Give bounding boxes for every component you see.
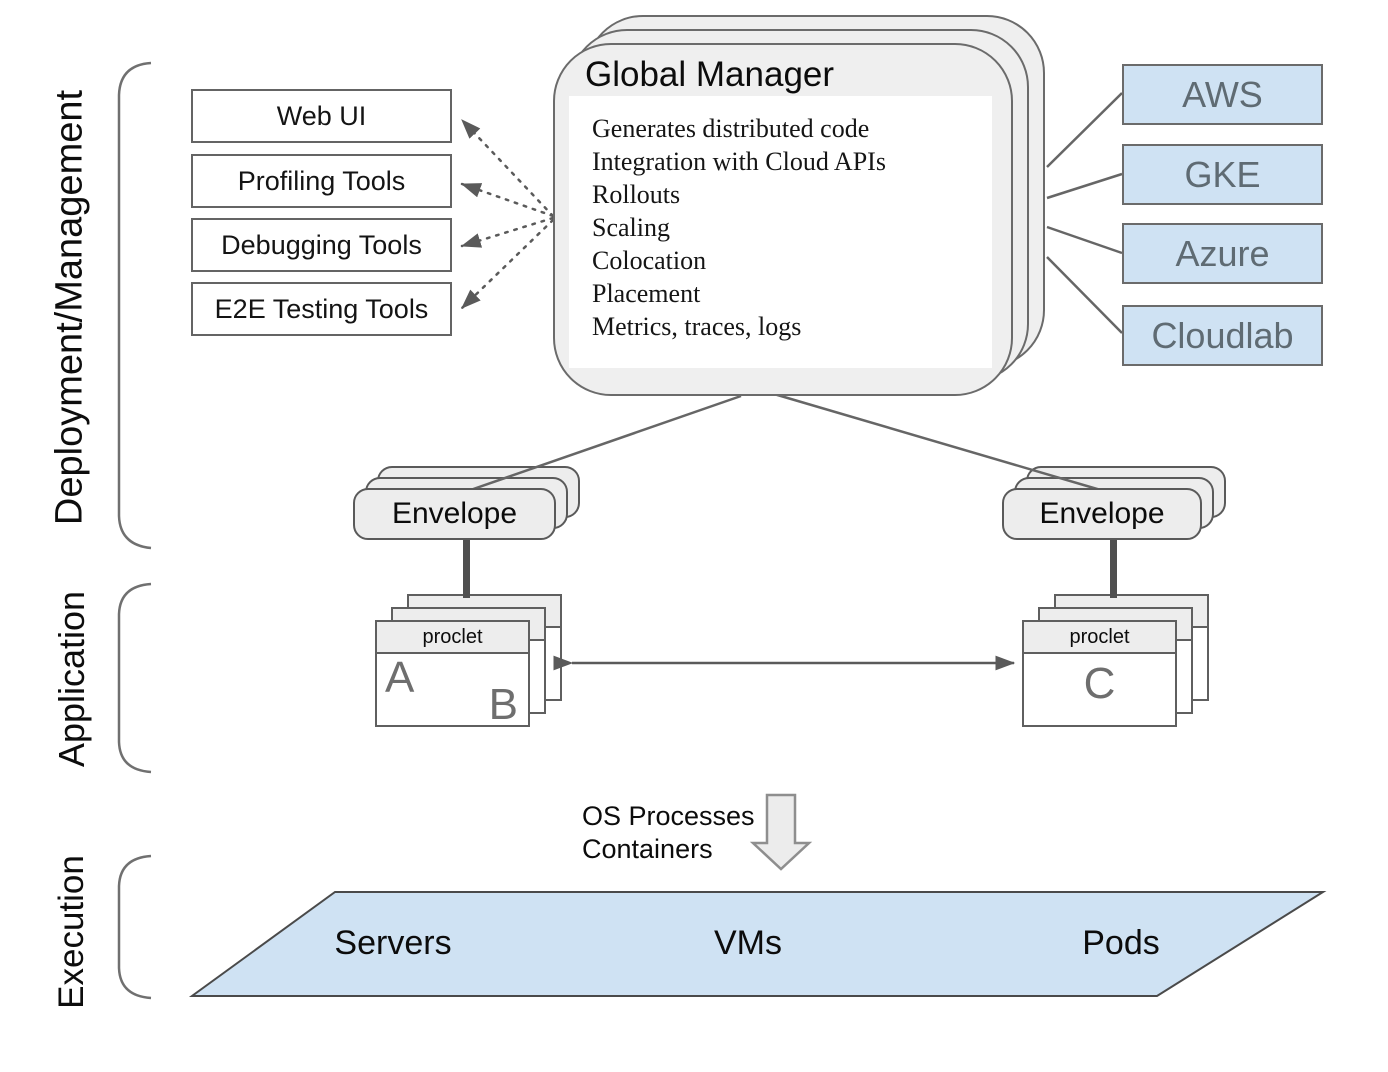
envelope-left: Envelope (353, 488, 556, 540)
execution-parallelogram (188, 891, 1327, 997)
cloud-label: Azure (1175, 232, 1270, 274)
line-gm-azure (1046, 225, 1123, 255)
toolbox-label: E2E Testing Tools (214, 293, 429, 324)
bracket-execution (117, 854, 152, 1000)
platform-label-pods: Pods (1082, 924, 1160, 962)
dotted-arrow-e2e (460, 218, 555, 310)
gm-feature: Rollouts (592, 180, 681, 209)
line-gm-gke (1046, 172, 1123, 200)
toolbox-e2e-testing: E2E Testing Tools (191, 282, 452, 336)
connector-envelope-proclet-left (463, 540, 470, 598)
proclet-body: C (1024, 654, 1175, 727)
cloud-box-cloudlab: Cloudlab (1122, 305, 1323, 366)
cloud-box-aws: AWS (1122, 64, 1323, 125)
toolbox-label: Debugging Tools (221, 229, 422, 260)
global-manager-title: Global Manager (585, 55, 835, 94)
proclet-right: proclet C (1022, 620, 1177, 727)
gm-feature: Placement (592, 279, 701, 308)
toolbox-label: Profiling Tools (237, 165, 406, 196)
bracket-deployment (117, 61, 152, 550)
cloud-label: Cloudlab (1151, 314, 1294, 356)
line-gm-envelope-left (458, 394, 742, 496)
gm-feature: Metrics, traces, logs (592, 312, 802, 341)
toolbox-profiling: Profiling Tools (191, 154, 452, 208)
envelope-right: Envelope (1002, 488, 1202, 540)
toolbox-debugging: Debugging Tools (191, 218, 452, 272)
bracket-application (117, 582, 152, 774)
gm-feature: Integration with Cloud APIs (592, 147, 886, 176)
line-gm-aws (1046, 92, 1123, 168)
cloud-label: GKE (1184, 153, 1261, 195)
toolbox-web-ui: Web UI (191, 89, 452, 143)
annotation-line-2: Containers (582, 834, 713, 864)
proclet-left: proclet A B (375, 620, 530, 727)
proclet-header: proclet (1024, 622, 1175, 654)
dotted-arrow-profiling (460, 182, 555, 218)
platform-label-vms: VMs (714, 924, 782, 962)
proclet-letter-b: B (488, 680, 518, 729)
proclet-header: proclet (377, 622, 528, 654)
global-manager-feature-panel: Generates distributed code Integration w… (569, 96, 992, 368)
platform-label-servers: Servers (334, 924, 452, 962)
gm-feature: Colocation (592, 246, 707, 275)
cloud-box-azure: Azure (1122, 223, 1323, 284)
envelope-label: Envelope (391, 497, 518, 530)
global-manager-card: Global Manager Generates distributed cod… (553, 43, 1013, 396)
dotted-arrow-debugging (460, 216, 555, 248)
envelope-label: Envelope (1039, 497, 1165, 530)
section-label-deployment: Deployment/Management (48, 89, 91, 526)
dotted-arrow-webui (460, 118, 555, 218)
gm-feature: Scaling (592, 213, 670, 242)
gm-feature: Generates distributed code (592, 114, 870, 143)
execution-annotation: OS Processes Containers (582, 800, 755, 866)
section-label-execution: Execution (52, 855, 91, 1009)
proclet-letter-c: C (1083, 659, 1116, 708)
proclet-body: A B (377, 654, 528, 727)
toolbox-label: Web UI (276, 100, 367, 131)
proclet-letter-a: A (385, 653, 415, 702)
cloud-box-gke: GKE (1122, 144, 1323, 205)
line-gm-envelope-right (773, 392, 1105, 493)
down-arrow-icon (749, 793, 813, 871)
connector-envelope-proclet-right (1110, 540, 1117, 598)
annotation-line-1: OS Processes (582, 801, 755, 831)
line-gm-cloudlab (1046, 256, 1123, 334)
cloud-label: AWS (1182, 73, 1263, 115)
